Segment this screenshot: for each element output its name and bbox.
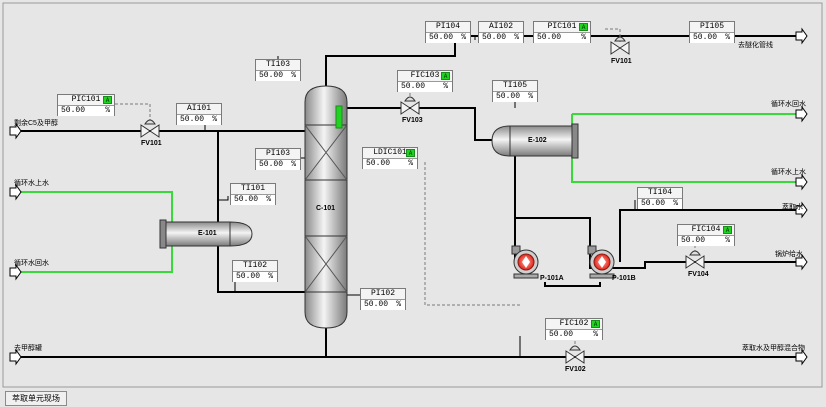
tag-name: PI104 xyxy=(426,22,470,33)
screen-tab[interactable]: 萃取单元现场 xyxy=(5,391,67,406)
tag-name: TI102 xyxy=(233,261,277,272)
stream-to-methanol-tank: 去甲醇罐 xyxy=(14,345,42,352)
tag-fic104[interactable]: FIC104 A 50.00% xyxy=(677,224,735,246)
valve-fv101-top[interactable] xyxy=(610,36,630,55)
tag-ldic101[interactable]: LDIC101 A 50.00% xyxy=(362,147,418,169)
stream-to-etherification: 去醚化管线 xyxy=(738,42,773,49)
pump-b-label: P-101B xyxy=(612,275,636,282)
tag-ai102[interactable]: AI102 50.00% xyxy=(478,21,524,43)
stream-in-c5-methanol: 剩余C5及甲醇 xyxy=(14,120,58,127)
tag-ti102[interactable]: TI102 50.00% xyxy=(232,260,278,282)
tag-fic103[interactable]: FIC103 A 50.00% xyxy=(397,70,453,92)
tag-name: PI103 xyxy=(256,149,300,160)
tag-pi105[interactable]: PI105 50.00% xyxy=(689,21,735,43)
tag-value: 50.00% xyxy=(534,33,590,43)
tag-value: 50.00% xyxy=(493,92,537,102)
screen-tab-label: 萃取单元现场 xyxy=(12,394,60,403)
cooling-water-lines xyxy=(20,113,800,273)
valve-fv102[interactable] xyxy=(565,345,585,364)
tag-value: 50.00% xyxy=(546,330,602,340)
valve-fv101[interactable] xyxy=(140,119,160,138)
valve-fv101-top-label: FV101 xyxy=(611,58,632,65)
valve-fv102-label: FV102 xyxy=(565,366,586,373)
auto-mode-badge[interactable]: A xyxy=(723,226,732,234)
valve-fv103[interactable] xyxy=(400,96,420,115)
auto-mode-badge[interactable]: A xyxy=(103,96,112,104)
tag-value: 50.00% xyxy=(256,71,300,81)
auto-mode-badge[interactable]: A xyxy=(441,72,450,80)
valve-fv104[interactable] xyxy=(685,250,705,269)
tag-name: TI103 xyxy=(256,60,300,71)
tag-value: 50.00% xyxy=(479,33,523,43)
tag-name: PIC101 xyxy=(534,22,590,33)
auto-mode-badge[interactable]: A xyxy=(591,320,600,328)
tag-value: 50.00% xyxy=(177,115,221,125)
exchanger-e102[interactable] xyxy=(491,123,579,159)
stream-arrows xyxy=(9,27,808,366)
valve-fv101-label: FV101 xyxy=(141,140,162,147)
tag-name: LDIC101 xyxy=(363,148,417,159)
tag-name: AI102 xyxy=(479,22,523,33)
exchanger-e101[interactable] xyxy=(159,219,253,249)
pump-a-label: P-101A xyxy=(540,275,564,282)
tag-name: TI105 xyxy=(493,81,537,92)
tag-value: 50.00% xyxy=(256,160,300,170)
tag-name: PI105 xyxy=(690,22,734,33)
tag-name: FIC103 xyxy=(398,71,452,82)
exchanger-e102-label: E-102 xyxy=(528,137,547,144)
tag-ti101[interactable]: TI101 50.00% xyxy=(230,183,276,205)
stream-extraction-water: 萃取水 xyxy=(782,204,803,211)
exchanger-e101-label: E-101 xyxy=(198,230,217,237)
stream-boiler-feed-water: 锅炉给水 xyxy=(775,251,803,258)
tag-value: 50.00% xyxy=(398,82,452,92)
tag-value: 50.00% xyxy=(361,300,405,310)
tag-name: FIC102 xyxy=(546,319,602,330)
column-label: C-101 xyxy=(316,205,336,212)
stream-right-cw-out: 循环水回水 xyxy=(771,101,806,108)
pump-p101b[interactable] xyxy=(587,245,615,279)
tag-value: 50.00% xyxy=(426,33,470,43)
tag-value: 50.00% xyxy=(690,33,734,43)
tag-pic101-left[interactable]: PIC101 A 50.00% xyxy=(57,94,115,116)
valve-fv104-label: FV104 xyxy=(688,271,709,278)
auto-mode-badge[interactable]: A xyxy=(579,23,588,31)
stream-right-cw-in: 循环水上水 xyxy=(771,169,806,176)
tag-name: PI102 xyxy=(361,289,405,300)
tag-value: 50.00% xyxy=(58,106,114,116)
tag-name: TI101 xyxy=(231,184,275,195)
stream-left-cw-out: 循环水回水 xyxy=(14,260,49,267)
tag-name: AI101 xyxy=(177,104,221,115)
tag-ti105[interactable]: TI105 50.00% xyxy=(492,80,538,102)
column-c101[interactable] xyxy=(304,85,348,329)
stream-left-cw-in: 循环水上水 xyxy=(14,180,49,187)
tag-value: 50.00% xyxy=(638,199,682,209)
tag-ti104[interactable]: TI104 50.00% xyxy=(637,187,683,209)
tag-value: 50.00% xyxy=(363,159,417,169)
tag-ai101[interactable]: AI101 50.00% xyxy=(176,103,222,125)
tag-name: FIC104 xyxy=(678,225,734,236)
pump-p101a[interactable] xyxy=(511,245,539,279)
tag-fic102[interactable]: FIC102 A 50.00% xyxy=(545,318,603,340)
tag-pi104[interactable]: PI104 50.00% xyxy=(425,21,471,43)
tag-ti103[interactable]: TI103 50.00% xyxy=(255,59,301,81)
tag-pic101-top[interactable]: PIC101 A 50.00% xyxy=(533,21,591,43)
auto-mode-badge[interactable]: A xyxy=(406,149,415,157)
tag-value: 50.00% xyxy=(233,272,277,282)
tag-pi102[interactable]: PI102 50.00% xyxy=(360,288,406,310)
tag-name: PIC101 xyxy=(58,95,114,106)
valve-fv103-label: FV103 xyxy=(402,117,423,124)
tag-name: TI104 xyxy=(638,188,682,199)
tag-pi103[interactable]: PI103 50.00% xyxy=(255,148,301,170)
tag-value: 50.00% xyxy=(678,236,734,246)
tag-value: 50.00% xyxy=(231,195,275,205)
stream-extract-mixture: 萃取水及甲醇混合物 xyxy=(742,345,805,352)
